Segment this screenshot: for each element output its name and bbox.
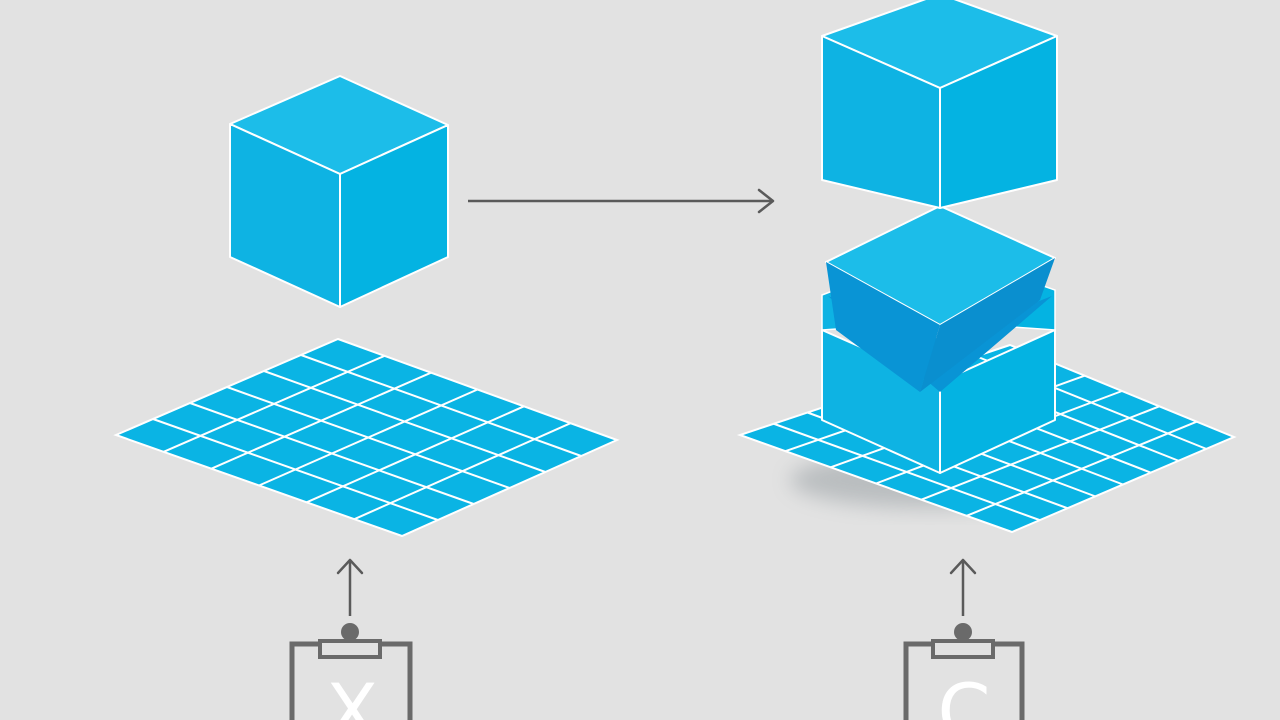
clipboard-right-letter: C [937,667,990,720]
left-grid-line-row [210,371,432,470]
arrow-up-icon-left [336,558,364,616]
left-grid-line-row [258,388,478,487]
arrow-up-icon-right [949,558,977,616]
clipboard-icon-right: C [903,623,1025,720]
left-grid-line-row [306,405,525,504]
top-cube-right [939,35,1058,209]
middle-cube-right-dark [920,258,1055,392]
middle-cube [825,205,1056,392]
clipboard-left-letter: X [326,667,378,720]
left-grid-line-row [163,354,385,453]
arrow-right-icon [468,188,775,214]
left-grid-line-row [353,422,571,521]
top-cube [821,0,1058,209]
middle-cube-left-dark [826,262,940,392]
left-grid [113,337,620,538]
right-grid-line-row [966,420,1198,517]
clipboard-icon-left: X [289,623,413,720]
right-grid-line-row [920,405,1160,501]
left-cube-right [339,124,449,308]
lower-cube-right [939,329,1056,474]
left-cube [229,75,449,308]
